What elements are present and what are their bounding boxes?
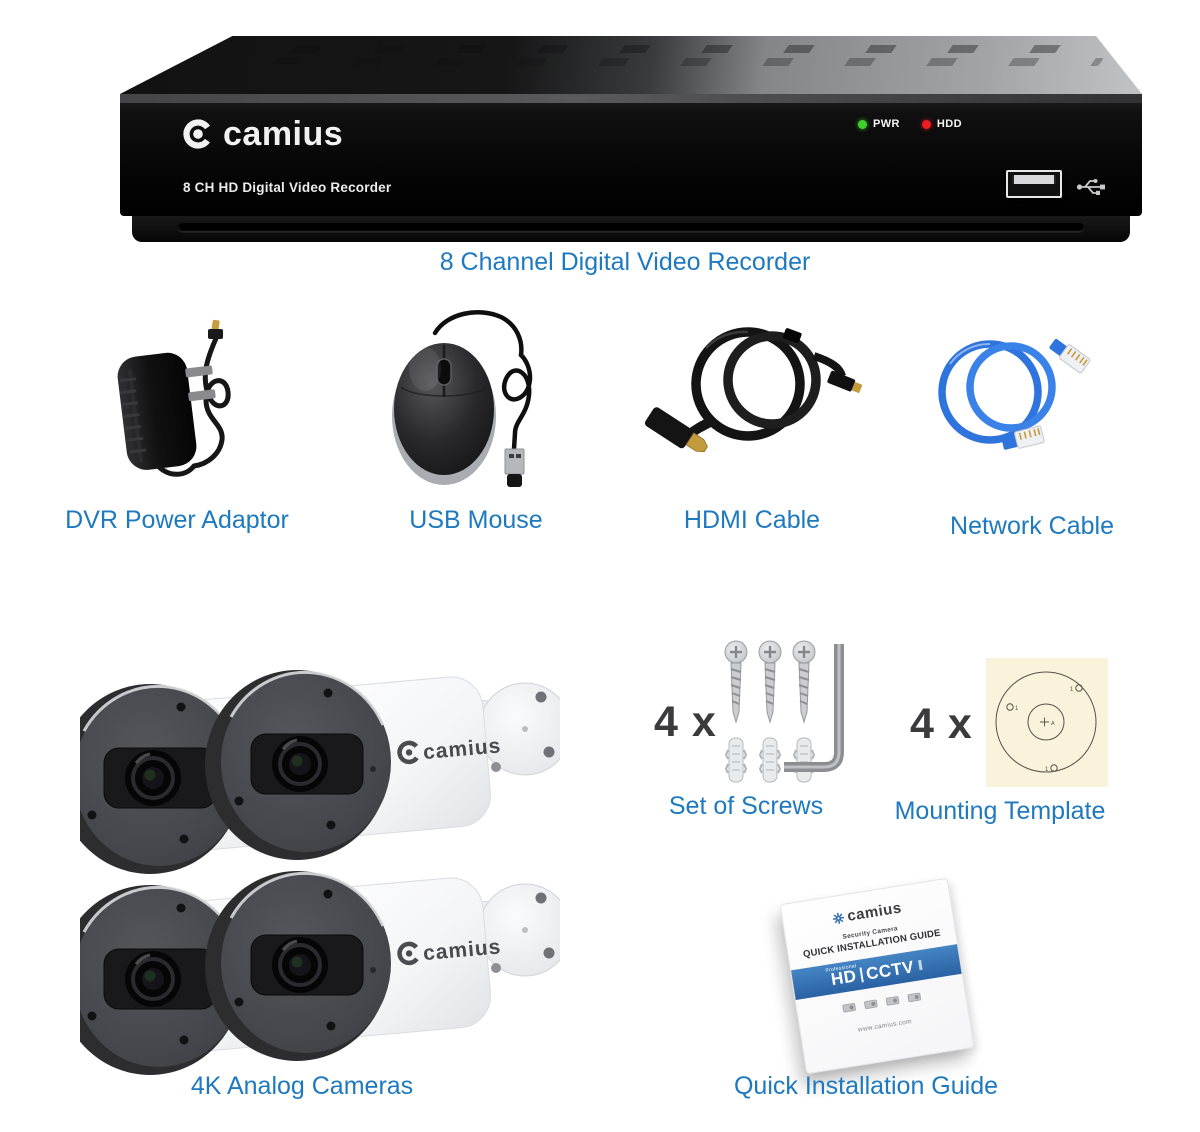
dvr-brand-text: camius xyxy=(223,115,344,153)
guide-caption: Quick Installation Guide xyxy=(733,1072,999,1100)
hdmi-cable-image xyxy=(644,327,863,453)
screw-icon xyxy=(724,640,816,724)
dvr-caption: 8 Channel Digital Video Recorder xyxy=(439,248,811,276)
mini-camera-icon xyxy=(906,992,921,1003)
cameras-caption: 4K Analog Cameras xyxy=(190,1072,414,1100)
template-caption: Mounting Template xyxy=(894,797,1106,825)
power-adaptor-image xyxy=(117,319,231,477)
template-count: 4 x xyxy=(910,700,973,748)
dvr-top-panel xyxy=(120,36,1142,94)
mounting-template-image: 1 1 1 A xyxy=(986,658,1108,787)
guide-band-tail xyxy=(917,959,923,971)
hdmi-cable-caption: HDMI Cable xyxy=(683,506,821,534)
dvr-front-stripe xyxy=(120,94,1142,103)
hdd-led-icon xyxy=(921,119,931,129)
screws-image xyxy=(724,640,844,783)
dvr-model-label: 8 CH HD Digital Video Recorder xyxy=(183,180,392,195)
mini-camera-icon xyxy=(841,1002,856,1013)
usb-mouse-caption: USB Mouse xyxy=(409,506,543,534)
allen-key-icon xyxy=(784,644,844,772)
dvr-base-groove xyxy=(178,223,1084,232)
dvr-brand: camius xyxy=(180,116,343,152)
dvr-front-panel: camius 8 CH HD Digital Video Recorder PW… xyxy=(120,94,1142,216)
template-hole-mark: 1 xyxy=(1045,767,1049,773)
screws-caption: Set of Screws xyxy=(668,792,824,820)
usb-mouse-image xyxy=(392,310,533,487)
network-cable-image xyxy=(938,339,1091,450)
pwr-led-label: PWR xyxy=(873,118,900,130)
network-cable-caption: Network Cable xyxy=(950,512,1114,540)
dvr-image: camius 8 CH HD Digital Video Recorder PW… xyxy=(120,36,1142,242)
guide-brand: camius xyxy=(783,892,952,935)
screws-count: 4 x xyxy=(654,698,717,746)
vent-pattern xyxy=(290,45,1094,53)
template-center-mark: A xyxy=(1051,721,1055,727)
camius-sun-icon xyxy=(833,912,845,924)
wall-anchor-icon xyxy=(724,737,816,783)
guide-band-divider xyxy=(859,966,864,983)
guide-band-cctv: CCTV xyxy=(864,956,916,984)
mini-camera-icon xyxy=(863,999,878,1010)
quick-install-guide-image: camius Security Camera QUICK INSTALLATIO… xyxy=(779,877,975,1075)
template-hole-mark: 1 xyxy=(1015,706,1019,712)
camera-row-image: camius xyxy=(80,869,560,1077)
guide-brand-text: camius xyxy=(846,899,903,925)
usb-icon xyxy=(1076,179,1105,195)
dvr-base xyxy=(132,216,1130,242)
camera-mount xyxy=(470,682,560,776)
hdd-led-label: HDD xyxy=(936,118,962,130)
usb-port xyxy=(1006,170,1062,198)
mini-camera-icon xyxy=(885,995,900,1006)
camera-row-image: camius xyxy=(80,668,560,876)
camius-logo-icon xyxy=(183,119,213,149)
power-adaptor-caption: DVR Power Adaptor xyxy=(65,506,289,534)
dvr-status-leds: PWR HDD xyxy=(858,118,962,130)
vent-pattern xyxy=(270,58,1104,66)
camera-mount xyxy=(470,883,560,977)
template-hole-mark: 1 xyxy=(1070,687,1074,693)
pwr-led-icon xyxy=(858,119,867,129)
